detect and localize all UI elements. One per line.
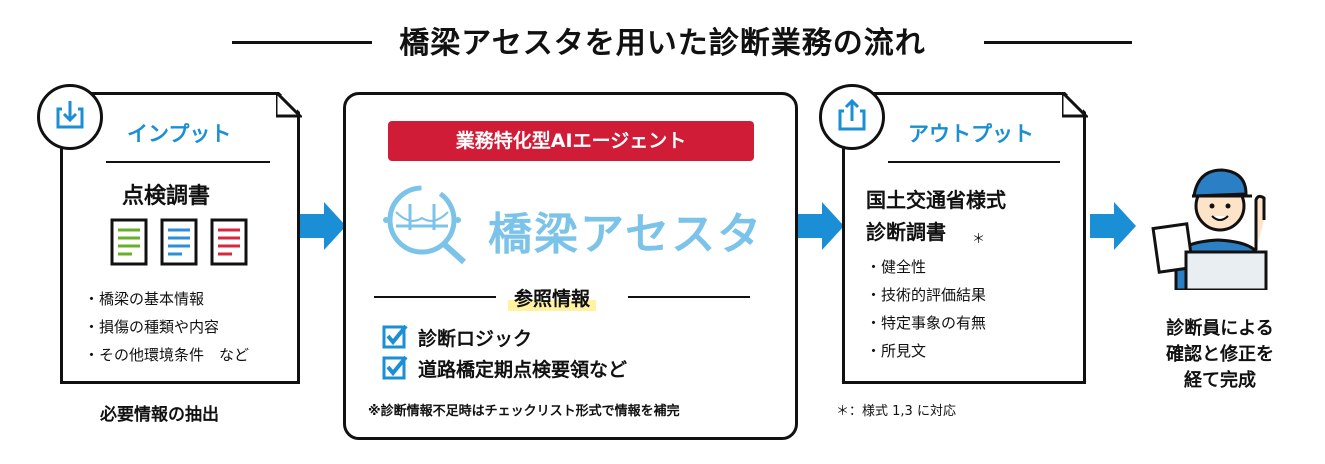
reference-rule-right [628,296,750,298]
final-line: 診断員による [1166,318,1274,339]
supplement-note: ※診断情報不足時はチェックリスト形式で情報を補完 [368,404,680,419]
flow-arrow-1 [300,202,346,250]
output-heading: アウトプット [908,122,1034,146]
download-icon [56,101,84,129]
output-icon-circle [819,84,885,150]
input-card-fold [276,92,302,118]
output-item: ・特定事象の有無 [866,314,987,332]
checkbox-checked-icon [382,355,408,380]
title-rule-right [984,41,1132,44]
output-heading-rule [888,161,1060,163]
output-item: ・技術的評価結果 [866,286,987,304]
output-item: ・健全性 [866,258,927,276]
title-rule-left [232,41,372,44]
reference-rule-left [374,296,496,298]
document-red-icon [210,218,248,266]
input-heading-rule [106,161,270,163]
check-item: 診断ロジック [418,328,533,350]
reference-title: 参照情報 [508,284,597,311]
output-item: ・所見文 [866,342,927,360]
final-line: 確認と修正を [1166,344,1274,365]
output-doc-title-line1: 国土交通省様式 [866,188,1006,212]
input-item: ・損傷の種類や内容 [84,318,220,336]
output-doc-title-line2: 診断調書 [866,220,946,244]
upload-icon [838,98,866,131]
inspector-worker-icon [1151,168,1268,290]
document-blue-icon [160,218,198,266]
output-card-fold [1062,92,1088,118]
final-line: 経て完成 [1184,370,1256,391]
input-doc-title: 点検調書 [122,184,211,209]
flow-arrow-3 [1090,202,1136,250]
output-footnote: ＊：様式 1,3 に対応 [836,404,956,419]
final-step-text: 診断員による 確認と修正を 経て完成 [1150,316,1290,394]
page-title: 橋梁アセスタを用いた診断業務の流れ [399,26,926,61]
input-heading: インプット [127,122,232,146]
flow-arrow-2 [798,202,844,250]
input-item: ・その他環境条件 など [84,346,250,364]
checkbox-checked-icon [382,324,408,349]
output-asterisk: ＊ [972,232,986,247]
input-caption: 必要情報の抽出 [100,405,219,425]
bridge-logo-icon [383,185,467,265]
input-item: ・橋梁の基本情報 [84,290,205,308]
document-icons [110,218,248,266]
input-icon-circle [37,84,103,150]
agent-type-tag: 業務特化型AIエージェント [388,121,754,161]
document-green-icon [110,218,148,266]
check-item: 道路橋定期点検要領など [418,359,628,381]
product-name: 橋梁アセスタ [488,209,764,260]
